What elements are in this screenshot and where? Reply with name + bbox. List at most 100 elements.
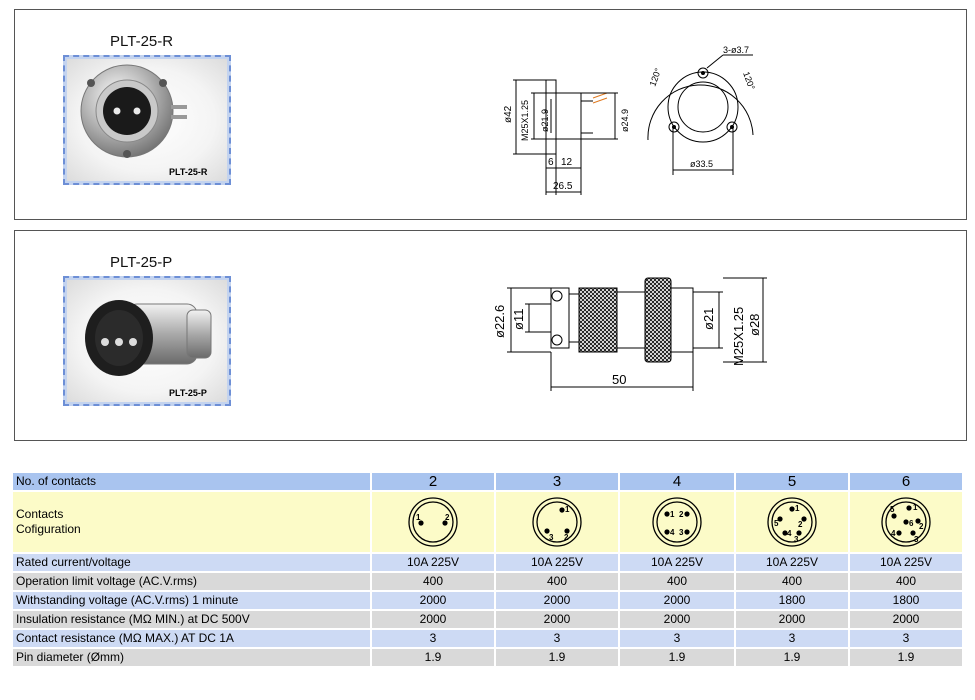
- contact-count: 6: [848, 471, 964, 492]
- technical-drawing-plug: ø22.6 ø11 ø21 M25X1.25 ø28 50: [492, 277, 767, 391]
- pin-label: 2: [798, 520, 803, 529]
- pin-label: 2: [445, 513, 450, 522]
- dim-d42: ø42: [503, 105, 514, 123]
- contact-count: 3: [494, 471, 620, 492]
- table-row: Insulation resistance (MΩ MIN.) at DC 50…: [11, 609, 964, 630]
- pin-label: 6: [909, 519, 914, 528]
- product-panel-plt-25-r: PLT-25-R PLT-25-R: [14, 9, 967, 220]
- row-label: Withstanding voltage (AC.V.rms) 1 minute: [11, 590, 372, 611]
- pin-layout-icon: 1 2 3 4 5: [767, 497, 817, 547]
- row-value: 400: [734, 571, 850, 592]
- pin-label: 1: [795, 504, 800, 513]
- dim-d21-9: ø21.9: [540, 109, 550, 132]
- dim-d22-6: ø22.6: [492, 305, 507, 338]
- pin-label: 4: [891, 529, 896, 538]
- product-photo: PLT-25-R: [63, 55, 231, 185]
- contact-count: 2: [370, 471, 496, 492]
- pin-layout-6: 1 2 3 4 5 6: [848, 490, 964, 554]
- row-value: 10A 225V: [734, 552, 850, 573]
- row-value: 10A 225V: [618, 552, 736, 573]
- config-label: Contacts Cofiguration: [11, 490, 372, 554]
- row-label: Rated current/voltage: [11, 552, 372, 573]
- row-value: 2000: [618, 590, 736, 611]
- pin-layout-icon: 1 2 3 4 5 6: [881, 497, 931, 547]
- dim-angle-1: 120°: [647, 66, 663, 87]
- row-label: Insulation resistance (MΩ MIN.) at DC 50…: [11, 609, 372, 630]
- dim-50: 50: [612, 372, 626, 387]
- pin-label: 1: [913, 503, 918, 512]
- pin-layout-icon: 1 2 3 4: [652, 497, 702, 547]
- row-label: Operation limit voltage (AC.V.rms): [11, 571, 372, 592]
- row-value: 1.9: [370, 647, 496, 668]
- row-value: 10A 225V: [848, 552, 964, 573]
- pin-label: 4: [787, 529, 792, 538]
- row-value: 10A 225V: [370, 552, 496, 573]
- row-value: 1.9: [618, 647, 736, 668]
- dim-d33-5: ø33.5: [690, 159, 713, 169]
- pin-layout-5: 1 2 3 4 5: [734, 490, 850, 554]
- dim-angle-2: 120°: [741, 70, 757, 91]
- pin-layout-2: 1 2: [370, 490, 496, 554]
- contact-count: 4: [618, 471, 736, 492]
- spec-table: No. of contacts 2 3 4 5 6 Contacts Cofig…: [11, 471, 964, 668]
- photo-caption: PLT-25-P: [169, 388, 207, 398]
- row-label: Pin diameter (Ømm): [11, 647, 372, 668]
- row-value: 2000: [618, 609, 736, 630]
- row-value: 2000: [370, 609, 496, 630]
- table-row: Withstanding voltage (AC.V.rms) 1 minute…: [11, 590, 964, 611]
- dim-26-5: 26.5: [553, 181, 573, 192]
- table-row: Contacts Cofiguration 1 2 1 2 3: [11, 490, 964, 554]
- row-value: 2000: [734, 609, 850, 630]
- table-row: No. of contacts 2 3 4 5 6: [11, 471, 964, 492]
- dim-d21: ø21: [701, 308, 716, 330]
- row-value: 3: [370, 628, 496, 649]
- pin-label: 2: [564, 533, 569, 542]
- dim-d28: ø28: [747, 314, 762, 336]
- header-label: No. of contacts: [11, 471, 372, 492]
- row-value: 400: [494, 571, 620, 592]
- row-value: 3: [494, 628, 620, 649]
- row-value: 2000: [370, 590, 496, 611]
- pin-label: 3: [679, 528, 684, 537]
- plug-photo-icon: [85, 300, 212, 376]
- row-value: 2000: [494, 609, 620, 630]
- dim-m25: M25X1.25: [731, 307, 746, 366]
- receptacle-photo-icon: [80, 64, 187, 158]
- dim-12: 12: [561, 157, 573, 168]
- pin-label: 2: [679, 510, 684, 519]
- technical-drawing-side-front: ø42 M25X1.25 ø21.9 ø24.9 6 12 26.5 3-ø3.…: [503, 45, 757, 195]
- row-value: 400: [618, 571, 736, 592]
- pin-label: 4: [670, 528, 675, 537]
- photo-caption: PLT-25-R: [169, 167, 208, 177]
- dim-holes: 3-ø3.7: [723, 45, 749, 55]
- pin-label: 3: [914, 535, 919, 544]
- row-value: 1.9: [494, 647, 620, 668]
- pin-label: 3: [794, 535, 799, 544]
- row-value: 1800: [848, 590, 964, 611]
- pin-label: 1: [670, 510, 675, 519]
- product-photo: PLT-25-P: [63, 276, 231, 406]
- row-value: 1800: [734, 590, 850, 611]
- row-value: 1.9: [848, 647, 964, 668]
- dim-6: 6: [548, 157, 554, 168]
- pin-layout-4: 1 2 3 4: [618, 490, 736, 554]
- row-value: 3: [848, 628, 964, 649]
- product-panel-plt-25-p: PLT-25-P PLT-25-P: [14, 230, 967, 441]
- pin-label: 2: [919, 522, 924, 531]
- model-title: PLT-25-P: [110, 254, 173, 271]
- row-value: 3: [618, 628, 736, 649]
- row-value: 10A 225V: [494, 552, 620, 573]
- row-value: 2000: [848, 609, 964, 630]
- row-value: 2000: [494, 590, 620, 611]
- row-value: 400: [848, 571, 964, 592]
- row-label: Contact resistance (MΩ MAX.) AT DC 1A: [11, 628, 372, 649]
- dim-d24-9: ø24.9: [620, 109, 630, 132]
- row-value: 3: [734, 628, 850, 649]
- pin-label: 1: [416, 513, 421, 522]
- pin-label: 1: [565, 505, 570, 514]
